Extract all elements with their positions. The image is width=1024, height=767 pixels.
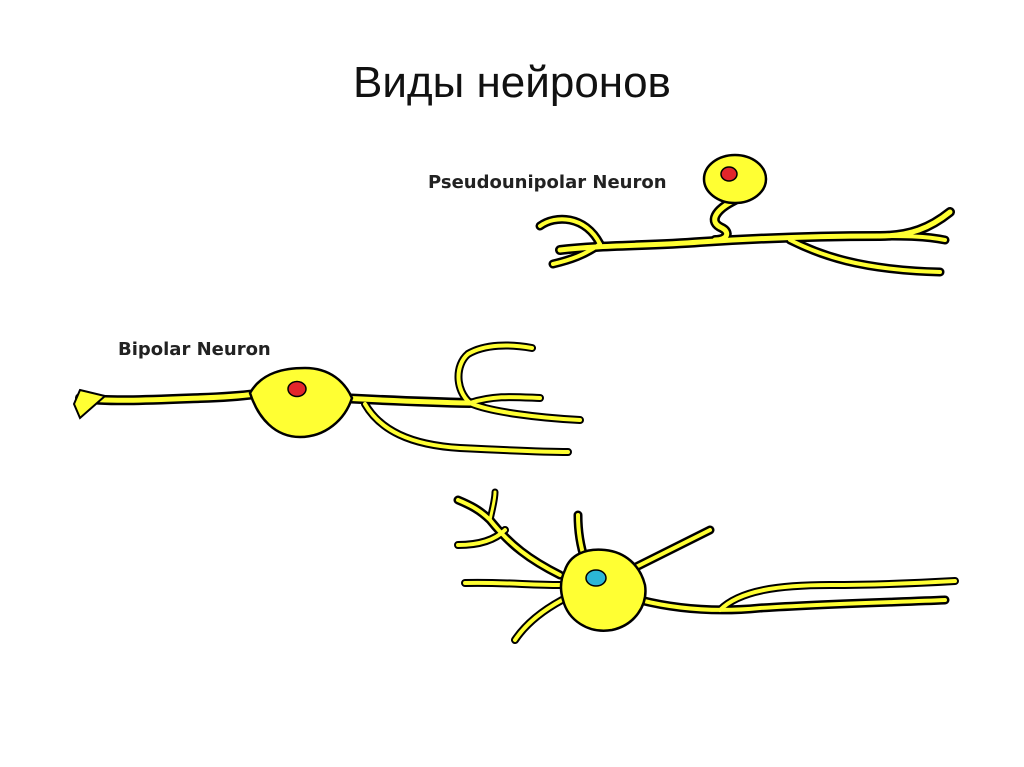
multipolar-processes [456,490,957,642]
pseudounipolar-neuron-label: Pseudounipolar Neuron [428,172,667,193]
bipolar-neuron-label: Bipolar Neuron [118,339,271,360]
bipolar-cell-body [248,366,354,439]
bipolar-nucleus [287,380,307,398]
bipolar-processes [77,343,582,454]
slide-title: Виды нейронов [353,58,671,107]
bipolar-neuron [72,341,584,456]
multipolar-nucleus [585,569,607,587]
multipolar-neuron [453,488,959,644]
bipolar-dendrite-ending [72,388,108,420]
multipolar-cell-body [559,548,647,632]
pseudounipolar-neuron [535,153,955,277]
pseudounipolar-nucleus [720,166,738,182]
pseudounipolar-processes [538,197,953,274]
